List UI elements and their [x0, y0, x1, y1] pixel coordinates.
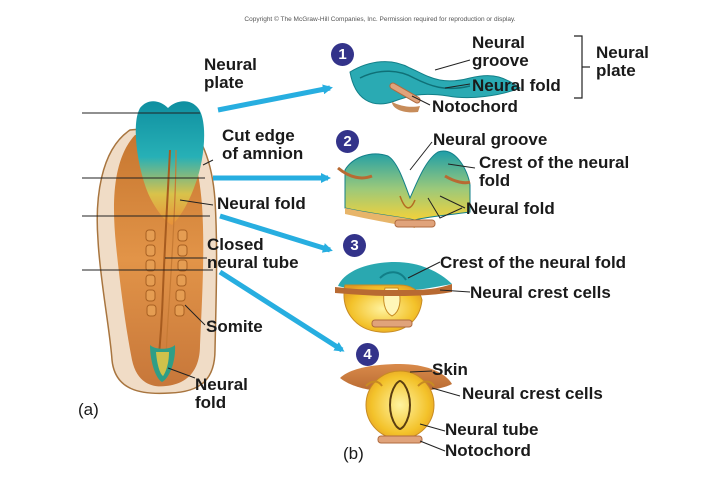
embryo: [96, 101, 218, 395]
label-s1-neural-fold: Neural fold: [472, 76, 561, 95]
embryo-neural-groove: [157, 149, 171, 366]
stage3-illustration: [335, 262, 452, 333]
stage3-leaders: [407, 261, 471, 293]
stage4-illustration: [340, 364, 452, 444]
stage-arrows: [213, 84, 345, 353]
panel-label-a: (a): [78, 400, 99, 419]
somites: [145, 229, 188, 317]
label-s2-neural-groove: Neural groove: [433, 130, 548, 149]
copyright-notice: Copyright © The McGraw-Hill Companies, I…: [244, 16, 516, 23]
label-s4-skin: Skin: [432, 360, 468, 379]
label-s4-notochord: Notochord: [445, 441, 531, 460]
stage1-bracket: [574, 35, 590, 99]
stage-4-badge: 4: [356, 343, 379, 366]
label-neural-fold: Neural fold: [217, 194, 306, 213]
panel-label-b: (b): [343, 444, 364, 463]
label-s4-neural-tube: Neural tube: [445, 420, 539, 439]
stage-3-badge: 3: [343, 234, 366, 257]
label-somite: Somite: [206, 317, 263, 336]
stage-1-badge: 1: [331, 43, 354, 66]
left-leader-lines: [165, 159, 214, 379]
label-s2-neural-fold: Neural fold: [466, 199, 555, 218]
stage-2-badge: 2: [336, 130, 359, 153]
label-s4-crest-cells: Neural crest cells: [462, 384, 603, 403]
stage2-leaders: [409, 141, 476, 219]
section-lines: [82, 112, 213, 271]
label-s3-crest-cells: Neural crest cells: [470, 283, 611, 302]
stage2-illustration: [337, 150, 471, 228]
stage1-illustration: [349, 61, 522, 113]
stage1-leaders: [411, 59, 471, 106]
label-s3-crest: Crest of the neural fold: [440, 253, 627, 272]
stage4-leaders: [409, 370, 461, 452]
label-s1-notochord: Notochord: [432, 97, 518, 116]
